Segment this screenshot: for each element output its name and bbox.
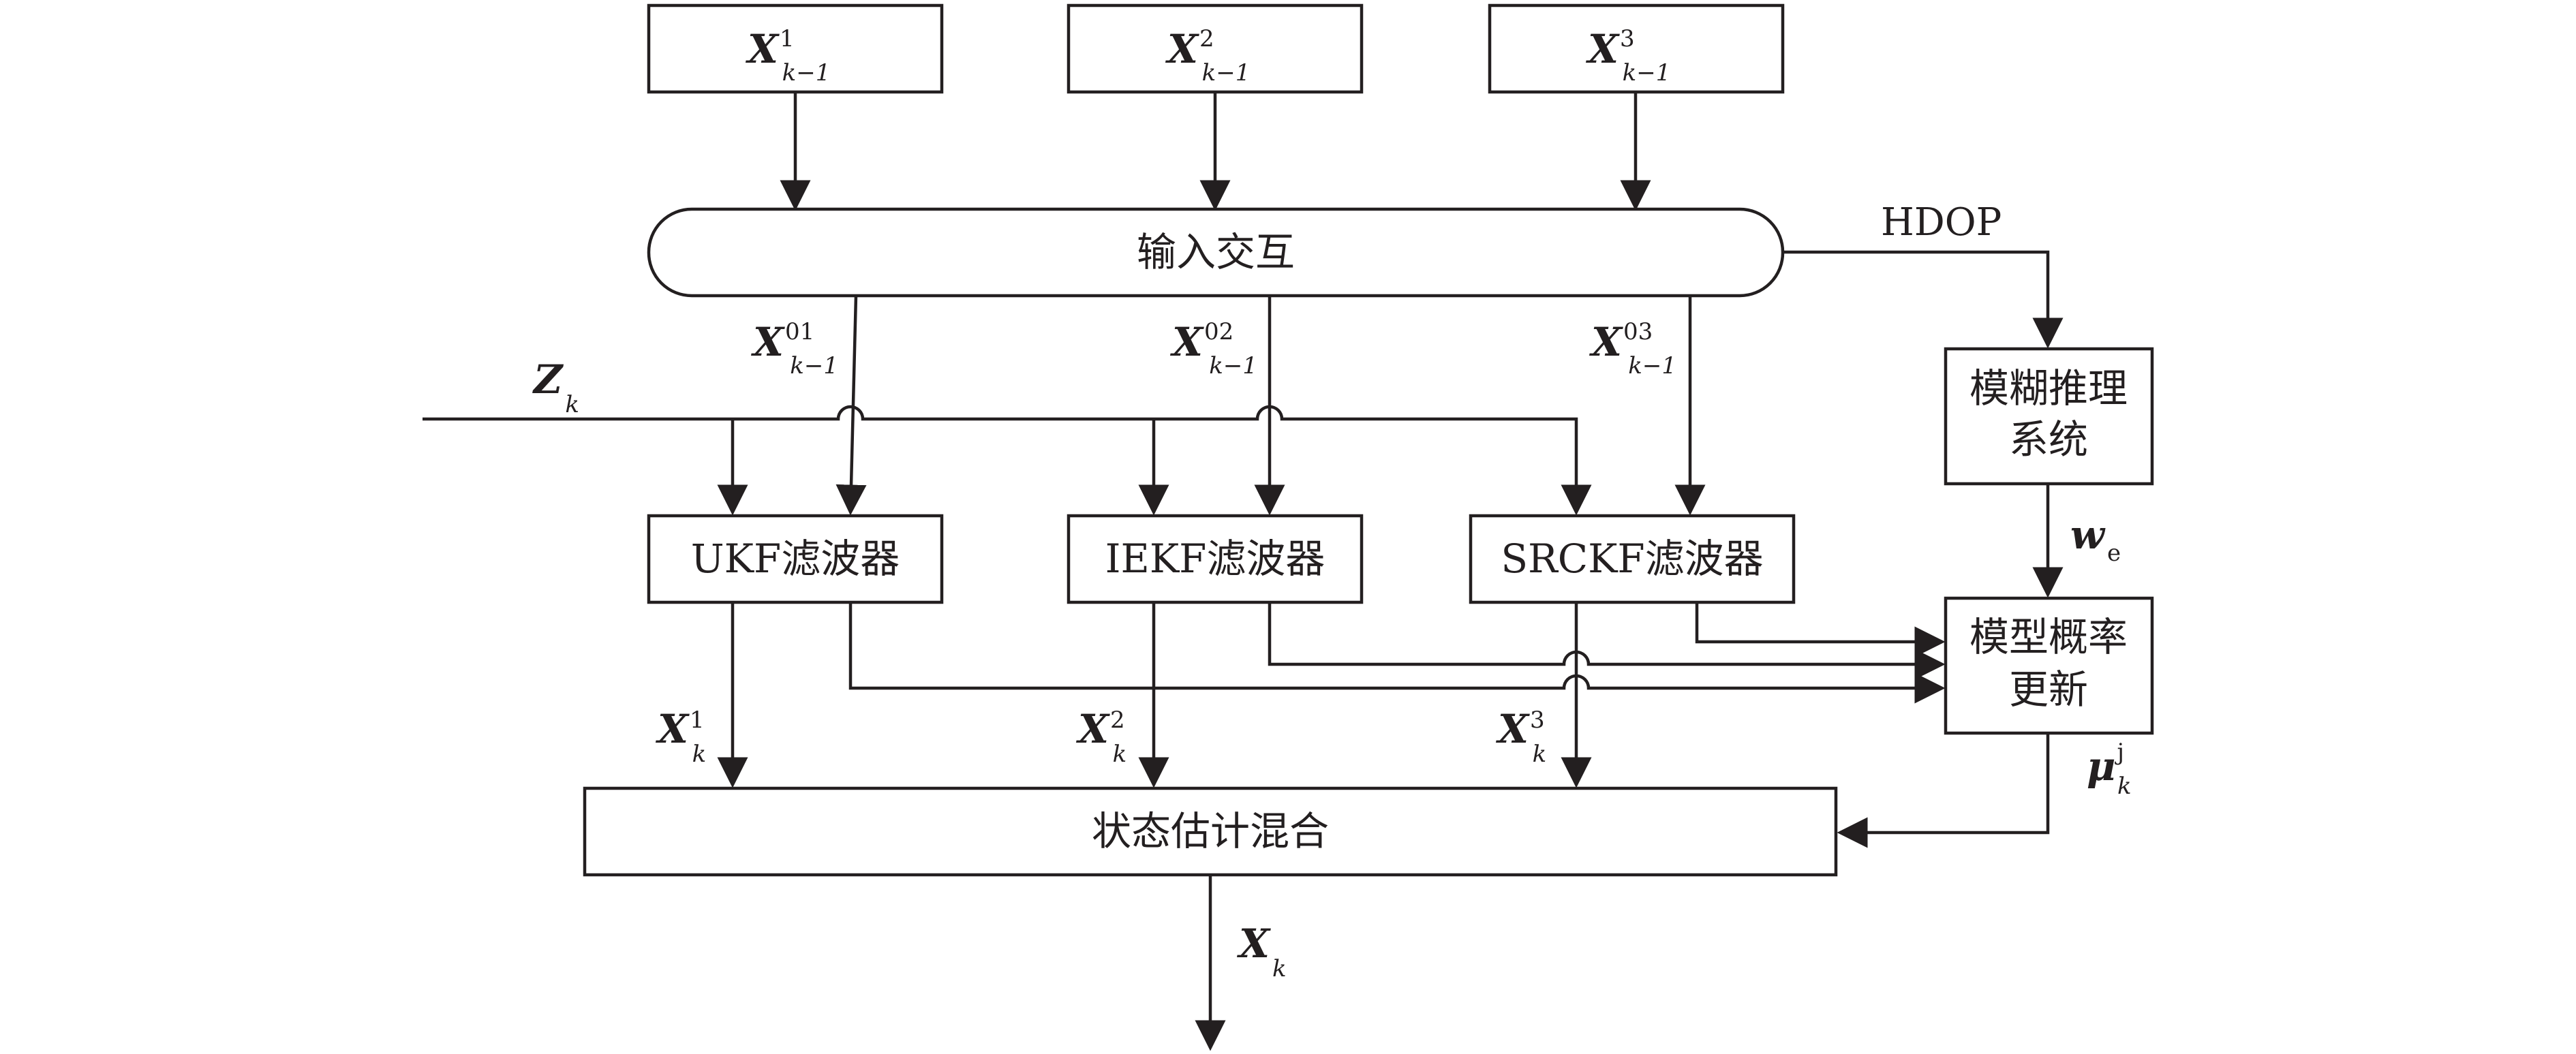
srckf-to-prob-update xyxy=(1695,602,1946,657)
iekf-filter-label: IEKF滤波器 xyxy=(1105,536,1325,582)
mixed-line-1 xyxy=(835,295,867,516)
iekf-filter-box xyxy=(1067,514,1364,604)
input-interaction-label: 输入交互 xyxy=(1137,229,1295,275)
input-box-2 xyxy=(1067,3,1364,94)
state-mixing-box xyxy=(583,786,1838,877)
input-box-1 xyxy=(647,3,944,94)
fuzzy-system-label-line1: 模糊推理 xyxy=(1969,365,2128,412)
model-prob-update-label-line2: 更新 xyxy=(2009,666,2088,713)
hdop-line xyxy=(1783,250,2064,349)
ukf-to-prob-update xyxy=(848,602,1946,704)
ukf-filter-label: UKF滤波器 xyxy=(691,536,900,582)
fuzzy-system-label-line2: 系统 xyxy=(2009,416,2088,463)
hdop-label: HDOP xyxy=(1881,200,2002,245)
iekf-to-prob-update xyxy=(1268,602,1946,680)
model-prob-update-label-line1: 模型概率 xyxy=(1969,614,2128,660)
fuzzy-system-box xyxy=(1944,347,2154,486)
measurement-line xyxy=(423,405,1592,516)
final-output-label: Xk xyxy=(1236,920,1287,982)
model-prob-update-box xyxy=(1944,596,2154,735)
prob-to-mixing-arrow xyxy=(1837,733,2050,848)
srckf-filter-label: SRCKF滤波器 xyxy=(1501,536,1763,582)
srckf-filter-box xyxy=(1469,514,1796,604)
ukf-filter-box xyxy=(647,514,944,604)
state-mixing-label: 状态估计混合 xyxy=(1092,808,1329,854)
measurement-label: Zk xyxy=(532,356,579,418)
